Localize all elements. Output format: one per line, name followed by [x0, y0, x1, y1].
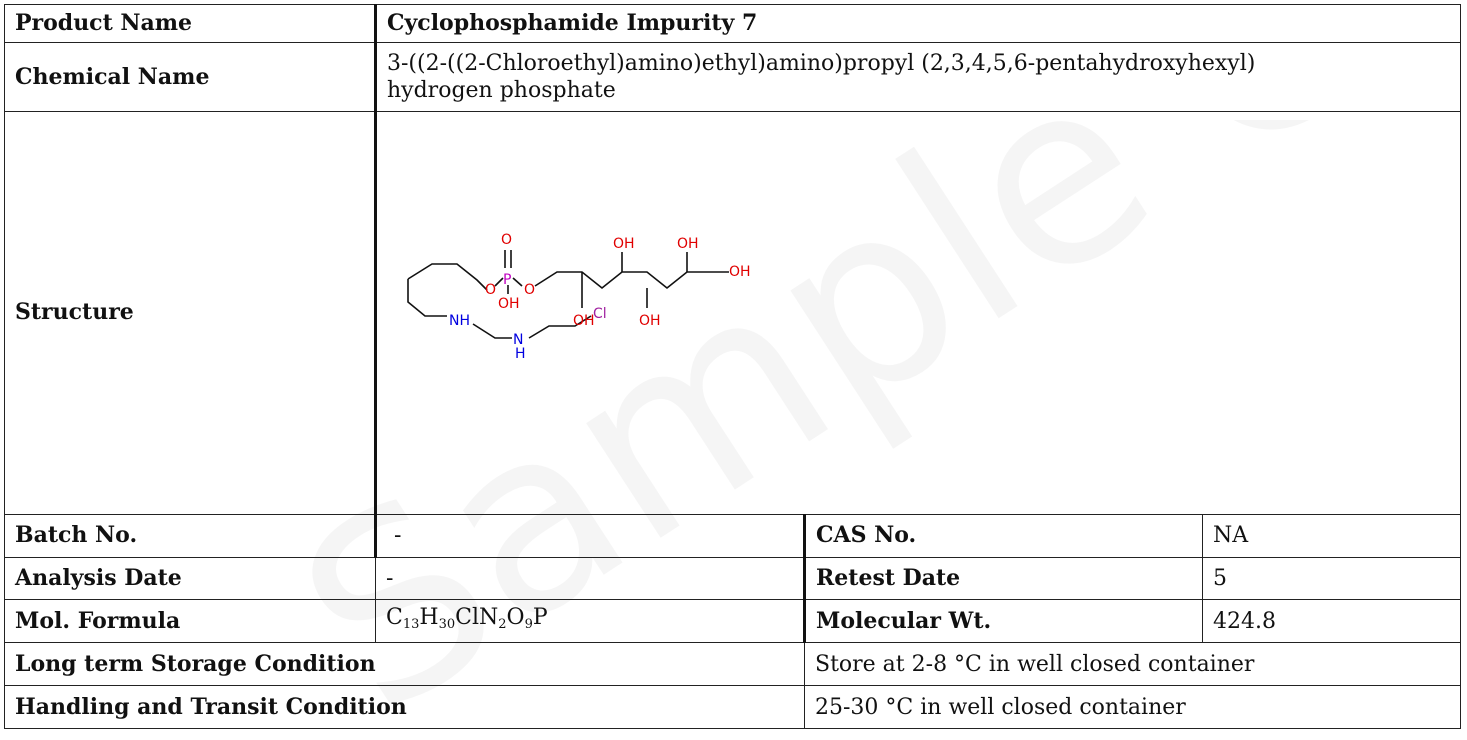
atom-oh2: OH [677, 236, 699, 252]
atom-cl: Cl [593, 306, 607, 322]
formula-c: C [386, 605, 403, 631]
atom-oh-p: OH [498, 296, 520, 312]
formula-o: O [506, 605, 525, 631]
handling-value: 25-30 °C in well closed container [803, 685, 1462, 729]
atom-h2: H [515, 346, 526, 362]
bond-chain [407, 279, 447, 317]
retest-label: Retest Date [803, 556, 1203, 601]
storage-value: Store at 2-8 °C in well closed container [803, 642, 1462, 687]
bond-sugar-chain [534, 271, 729, 290]
formula-value: C13H30ClN2O9P [375, 599, 805, 644]
mw-label: Molecular Wt. [803, 599, 1203, 644]
bond-n-chain [528, 315, 592, 339]
product-name-label: Product Name [4, 3, 376, 44]
row-structure: Structure [4, 111, 1462, 515]
chemical-name-line2: hydrogen phosphate [387, 78, 616, 104]
batch-value: - [374, 513, 805, 558]
atom-oh5: OH [639, 313, 661, 329]
atom-labels: O P O O OH OH OH OH OH OH NH N H Cl [449, 232, 751, 362]
chemical-name-label: Chemical Name [4, 42, 376, 113]
chemical-name-line1: 3-((2-((2-Chloroethyl)amino)ethyl)amino)… [387, 51, 1256, 77]
row-storage: Long term Storage Condition Store at 2-8… [4, 642, 1462, 687]
formula-cln: ClN [455, 605, 499, 631]
atom-oh1: OH [613, 236, 635, 252]
row-batch-cas: Batch No. - CAS No. NA [4, 513, 1462, 558]
bond-propyl [407, 263, 488, 291]
formula-h-count: 30 [438, 617, 456, 633]
structure-diagram: O P O O OH OH OH OH OH OH NH N H Cl [407, 232, 751, 362]
atom-p: P [503, 272, 511, 288]
coa-table: Product Name Cyclophosphamide Impurity 7… [4, 3, 1462, 729]
storage-label: Long term Storage Condition [4, 642, 805, 687]
formula-o-count: 9 [524, 617, 533, 633]
analysis-value: - [375, 556, 805, 601]
formula-c-count: 13 [402, 617, 420, 633]
bonds [407, 250, 729, 339]
atom-o-left: O [485, 282, 496, 298]
bond-p-o [512, 277, 523, 287]
row-analysis-retest: Analysis Date - Retest Date 5 [4, 556, 1462, 601]
formula-h: H [419, 605, 439, 631]
structure-cell: O P O O OH OH OH OH OH OH NH N H Cl [373, 111, 1462, 515]
row-product-name: Product Name Cyclophosphamide Impurity 7 [4, 3, 1462, 44]
cas-value: NA [1201, 513, 1462, 558]
bond-o-p [494, 277, 504, 287]
batch-value-text: - [394, 523, 402, 549]
atom-o-top: O [501, 232, 512, 248]
structure-label: Structure [4, 111, 376, 515]
atom-n2: N [513, 332, 523, 348]
formula-label: Mol. Formula [4, 599, 376, 644]
product-name-value: Cyclophosphamide Impurity 7 [373, 3, 1462, 44]
handling-label: Handling and Transit Condition [4, 685, 805, 729]
atom-nh1: NH [449, 313, 470, 329]
analysis-label: Analysis Date [4, 556, 376, 601]
batch-label: Batch No. [4, 513, 376, 558]
row-handling: Handling and Transit Condition 25-30 °C … [4, 685, 1462, 729]
row-formula-mw: Mol. Formula C13H30ClN2O9P Molecular Wt.… [4, 599, 1462, 644]
row-chemical-name: Chemical Name 3-((2-((2-Chloroethyl)amin… [4, 42, 1462, 113]
chemical-name-value: 3-((2-((2-Chloroethyl)amino)ethyl)amino)… [373, 42, 1462, 113]
formula-p: P [532, 605, 548, 631]
bond-p-double-o [504, 250, 512, 269]
mw-value: 424.8 [1201, 599, 1462, 644]
atom-oh4: OH [573, 313, 595, 329]
atom-oh3: OH [729, 264, 751, 280]
cas-label: CAS No. [803, 513, 1203, 558]
atom-o-right: O [524, 282, 535, 298]
formula-n-count: 2 [498, 617, 507, 633]
bond-nh-chain [472, 323, 512, 339]
retest-value: 5 [1201, 556, 1462, 601]
